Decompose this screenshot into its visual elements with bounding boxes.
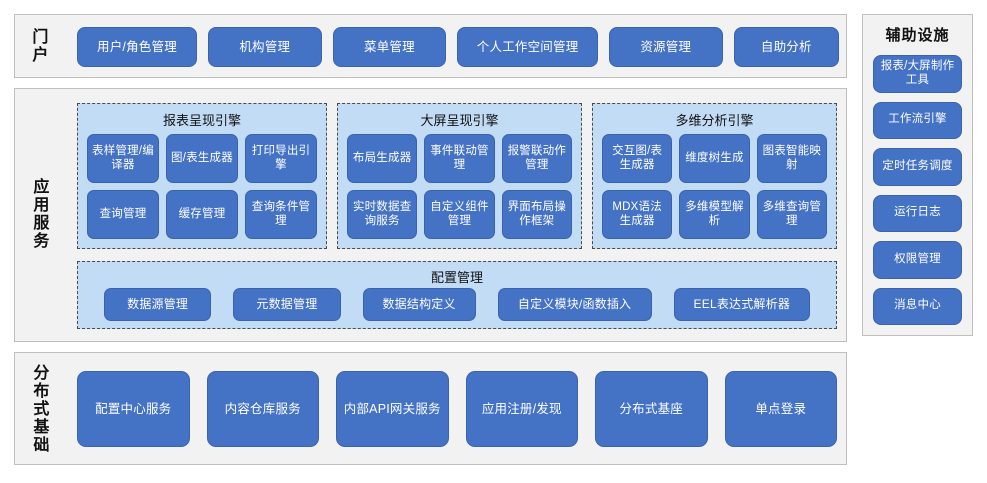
config-item-eel-expression-parser[interactable]: EEL表达式解析器 <box>673 288 810 321</box>
engine-item-layout-generator[interactable]: 布局生成器 <box>347 134 418 183</box>
portal-item-list: 用户/角色管理 机构管理 菜单管理 个人工作空间管理 资源管理 自助分析 <box>77 27 839 67</box>
portal-item-org-management[interactable]: 机构管理 <box>207 27 322 67</box>
auxiliary-facilities-item-list: 报表/大屏制作工具 工作流引擎 定时任务调度 运行日志 权限管理 消息中心 <box>873 55 962 325</box>
engine-item-query-condition-management[interactable]: 查询条件管理 <box>245 190 317 239</box>
application-service-section: 应用服务 报表呈现引擎 表样管理/编译器 图/表生成器 打印导出引擎 查询管理 … <box>14 88 847 342</box>
engine-item-dimension-tree-generation[interactable]: 维度树生成 <box>679 134 750 183</box>
engine-item-alarm-linkage-action-management[interactable]: 报警联动作管理 <box>501 134 572 183</box>
portal-item-menu-management[interactable]: 菜单管理 <box>332 27 447 67</box>
config-item-datasource-management[interactable]: 数据源管理 <box>104 288 212 321</box>
base-item-distributed-foundation[interactable]: 分布式基座 <box>595 371 708 447</box>
auxiliary-facilities-section: 辅助设施 报表/大屏制作工具 工作流引擎 定时任务调度 运行日志 权限管理 消息… <box>862 14 973 336</box>
multidimensional-analysis-engine-title: 多维分析引擎 <box>675 113 754 128</box>
base-item-content-repository-service[interactable]: 内容仓库服务 <box>206 371 319 447</box>
multidimensional-analysis-engine-item-list: 交互图/表生成器 维度树生成 图表智能映射 MDX语法生成器 多维模型解析 多维… <box>602 134 827 239</box>
distributed-base-section: 分布式基础 配置中心服务 内容仓库服务 内部API网关服务 应用注册/发现 分布… <box>14 352 847 465</box>
base-item-internal-api-gateway-service[interactable]: 内部API网关服务 <box>336 371 449 447</box>
engine-item-event-linkage-management[interactable]: 事件联动管理 <box>424 134 495 183</box>
distributed-base-section-label: 分布式基础 <box>30 364 48 454</box>
auxiliary-facilities-title: 辅助设施 <box>885 27 950 44</box>
aux-item-workflow-engine[interactable]: 工作流引擎 <box>873 101 962 139</box>
config-item-custom-module-function-insert[interactable]: 自定义模块/函数插入 <box>497 288 652 321</box>
engine-item-query-management[interactable]: 查询管理 <box>87 190 159 239</box>
aux-item-runtime-log[interactable]: 运行日志 <box>873 194 962 232</box>
portal-item-self-service-analysis[interactable]: 自助分析 <box>733 27 839 67</box>
portal-item-resource-management[interactable]: 资源管理 <box>608 27 723 67</box>
base-item-config-center-service[interactable]: 配置中心服务 <box>77 371 190 447</box>
report-rendering-engine-panel: 报表呈现引擎 表样管理/编译器 图/表生成器 打印导出引擎 查询管理 缓存管理 … <box>77 103 327 249</box>
large-screen-rendering-engine-title: 大屏呈现引擎 <box>420 113 499 128</box>
report-rendering-engine-title: 报表呈现引擎 <box>162 113 241 128</box>
config-item-metadata-management[interactable]: 元数据管理 <box>233 288 341 321</box>
application-service-section-label: 应用服务 <box>30 178 48 250</box>
configuration-management-item-list: 数据源管理 元数据管理 数据结构定义 自定义模块/函数插入 EEL表达式解析器 <box>104 288 810 321</box>
base-item-single-sign-on[interactable]: 单点登录 <box>724 371 837 447</box>
portal-section-label: 门户 <box>29 28 47 64</box>
portal-item-user-role-management[interactable]: 用户/角色管理 <box>77 27 197 67</box>
aux-item-scheduled-task-scheduling[interactable]: 定时任务调度 <box>873 148 962 186</box>
portal-section: 门户 用户/角色管理 机构管理 菜单管理 个人工作空间管理 资源管理 自助分析 <box>14 14 847 78</box>
report-rendering-engine-item-list: 表样管理/编译器 图/表生成器 打印导出引擎 查询管理 缓存管理 查询条件管理 <box>87 134 317 239</box>
engine-item-custom-component-management[interactable]: 自定义组件管理 <box>424 190 495 239</box>
configuration-management-title: 配置管理 <box>430 270 483 285</box>
config-item-data-structure-definition[interactable]: 数据结构定义 <box>362 288 476 321</box>
engine-item-interactive-chart-table-generator[interactable]: 交互图/表生成器 <box>602 134 673 183</box>
aux-item-report-dashboard-authoring-tool[interactable]: 报表/大屏制作工具 <box>873 55 962 93</box>
configuration-management-panel: 配置管理 数据源管理 元数据管理 数据结构定义 自定义模块/函数插入 EEL表达… <box>77 261 837 329</box>
aux-item-permission-management[interactable]: 权限管理 <box>873 241 962 279</box>
engine-item-chart-smart-mapping[interactable]: 图表智能映射 <box>756 134 827 183</box>
engine-item-cache-management[interactable]: 缓存管理 <box>166 190 238 239</box>
distributed-base-item-list: 配置中心服务 内容仓库服务 内部API网关服务 应用注册/发现 分布式基座 单点… <box>77 371 837 447</box>
engine-item-realtime-data-query-service[interactable]: 实时数据查询服务 <box>347 190 418 239</box>
engine-item-mdx-syntax-generator[interactable]: MDX语法生成器 <box>602 190 673 239</box>
large-screen-rendering-engine-item-list: 布局生成器 事件联动管理 报警联动作管理 实时数据查询服务 自定义组件管理 界面… <box>347 134 572 239</box>
large-screen-rendering-engine-panel: 大屏呈现引擎 布局生成器 事件联动管理 报警联动作管理 实时数据查询服务 自定义… <box>337 103 582 249</box>
engine-item-multidimensional-model-parsing[interactable]: 多维模型解析 <box>679 190 750 239</box>
portal-item-personal-workspace[interactable]: 个人工作空间管理 <box>457 27 598 67</box>
base-item-app-registration-discovery[interactable]: 应用注册/发现 <box>465 371 578 447</box>
engine-item-chart-table-generator[interactable]: 图/表生成器 <box>166 134 238 183</box>
engine-item-print-export-engine[interactable]: 打印导出引擎 <box>245 134 317 183</box>
engine-item-ui-layout-operation-framework[interactable]: 界面布局操作框架 <box>501 190 572 239</box>
multidimensional-analysis-engine-panel: 多维分析引擎 交互图/表生成器 维度树生成 图表智能映射 MDX语法生成器 多维… <box>592 103 837 249</box>
engine-item-form-template-compiler[interactable]: 表样管理/编译器 <box>87 134 159 183</box>
engine-item-multidimensional-query-management[interactable]: 多维查询管理 <box>756 190 827 239</box>
aux-item-message-center[interactable]: 消息中心 <box>873 287 962 325</box>
